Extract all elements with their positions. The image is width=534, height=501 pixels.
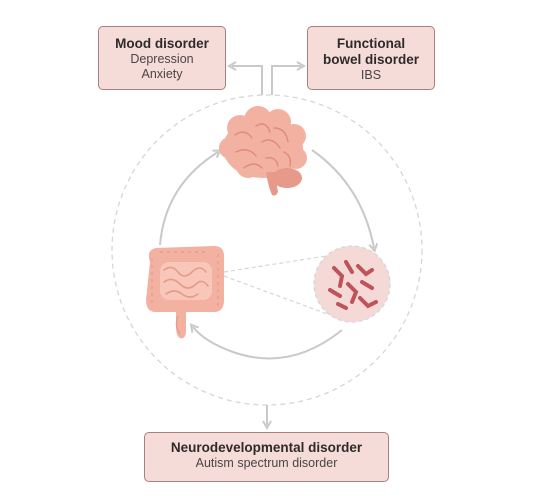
mood-disorder-item: Depression: [130, 52, 194, 66]
arrow-gut-to-brain: [159, 152, 218, 246]
mood-disorder-item: Anxiety: [141, 67, 183, 81]
bowel-disorder-box: Functional bowel disorder IBS: [307, 26, 435, 90]
bowel-disorder-item: IBS: [360, 68, 382, 82]
intestine-icon: [146, 246, 224, 339]
brain-icon: [219, 106, 307, 196]
bowel-disorder-title: bowel disorder: [322, 52, 420, 67]
arrow-bacteria-to-gut: [193, 327, 343, 360]
zoom-line-bottom: [223, 275, 331, 316]
arrow-brain-to-bacteria: [311, 149, 374, 248]
mood-disorder-box: Mood disorder Depression Anxiety: [98, 26, 226, 90]
arrow-to-bowel-disorder: [271, 66, 301, 95]
bowel-disorder-title: Functional: [336, 36, 406, 51]
neuro-disorder-item: Autism spectrum disorder: [195, 456, 338, 470]
gut-bacteria-icon: [313, 245, 391, 323]
neuro-disorder-title: Neurodevelopmental disorder: [170, 440, 363, 455]
neuro-disorder-box: Neurodevelopmental disorder Autism spect…: [144, 432, 389, 482]
mood-disorder-title: Mood disorder: [115, 36, 209, 51]
arrow-to-mood-disorder: [232, 66, 263, 95]
